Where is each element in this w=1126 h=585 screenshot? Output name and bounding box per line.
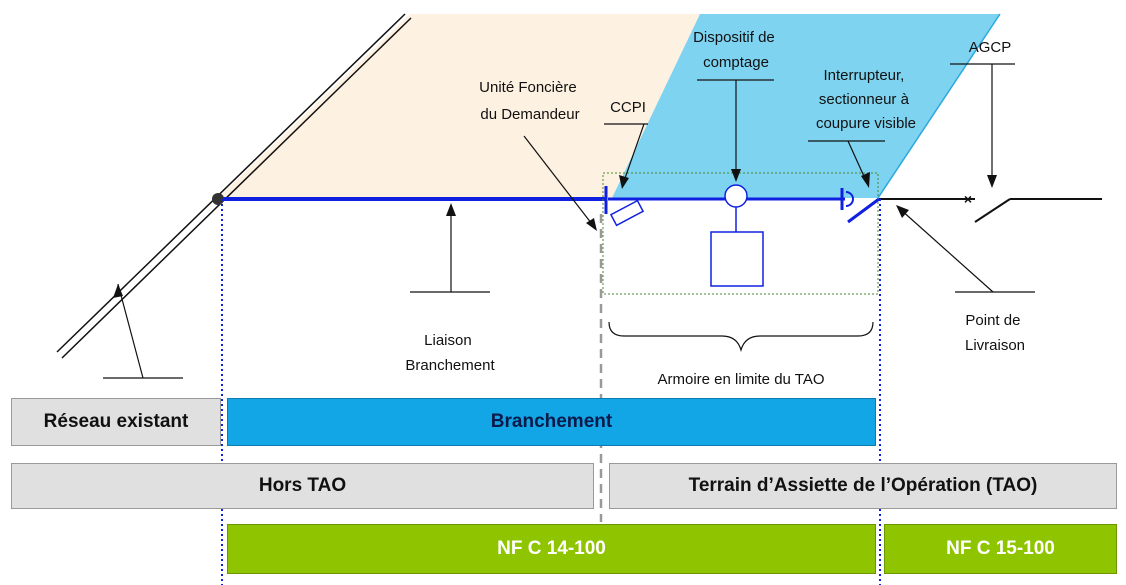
hors-tao-bar: Hors TAO bbox=[11, 463, 594, 509]
branchement-text: Branchement bbox=[490, 411, 613, 432]
ccpi-fuse-icon bbox=[609, 199, 645, 227]
nfc15-text: NF C 15-100 bbox=[946, 538, 1055, 559]
tao-zone bbox=[612, 14, 1000, 198]
existing-network-line bbox=[61, 17, 412, 359]
nfc14-text: NF C 14-100 bbox=[497, 538, 606, 559]
unite-fonciere-zone bbox=[218, 14, 700, 198]
arrow-icon bbox=[113, 284, 123, 298]
arrow-icon bbox=[619, 175, 629, 189]
nfc15-bar: NF C 15-100 bbox=[884, 524, 1117, 574]
tao-zone-edge bbox=[877, 13, 1001, 199]
ccpi-label: CCPI bbox=[610, 99, 646, 116]
meter-box-icon bbox=[710, 231, 764, 287]
reseau-existant-text: Réseau existant bbox=[43, 411, 189, 432]
arrow-icon bbox=[731, 169, 741, 182]
arrow-icon bbox=[586, 218, 597, 231]
agcp-cross-icon: × bbox=[964, 191, 972, 207]
nfc14-bar: NF C 14-100 bbox=[227, 524, 876, 574]
armoire-brace bbox=[608, 321, 874, 353]
tao-text: Terrain d’Assiette de l’Opération (TAO) bbox=[688, 475, 1038, 496]
meter-circle-icon bbox=[724, 184, 748, 208]
switch-blade-icon bbox=[847, 197, 880, 224]
agcp-switch-blade-icon bbox=[974, 198, 1011, 223]
interrupteur-label: Interrupteur, sectionneur à coupure visi… bbox=[816, 67, 916, 132]
branchement-bar: Branchement bbox=[227, 398, 876, 446]
arrow-icon bbox=[861, 172, 870, 188]
armoire-label: Armoire en limite du TAO bbox=[658, 371, 825, 388]
agcp-label: AGCP bbox=[969, 39, 1012, 56]
dispositif-comptage-label: Dispositif de comptage bbox=[693, 29, 779, 71]
armoire-box bbox=[602, 172, 879, 295]
point-livraison-label: Point de Livraison bbox=[965, 312, 1025, 354]
arrow-icon bbox=[987, 175, 997, 188]
hors-tao-text: Hors TAO bbox=[258, 475, 347, 496]
liaison-branchement-label: Liaison Branchement bbox=[405, 332, 495, 374]
arrow-icon bbox=[896, 205, 909, 218]
arrow-icon bbox=[446, 203, 456, 216]
connection-node-icon bbox=[212, 193, 224, 205]
reseau-existant-bar: Réseau existant bbox=[11, 398, 221, 446]
unite-fonciere-label: Unité Foncière du Demandeur bbox=[479, 79, 581, 123]
tao-bar: Terrain d’Assiette de l’Opération (TAO) bbox=[609, 463, 1117, 509]
switch-arc-icon bbox=[845, 191, 854, 207]
